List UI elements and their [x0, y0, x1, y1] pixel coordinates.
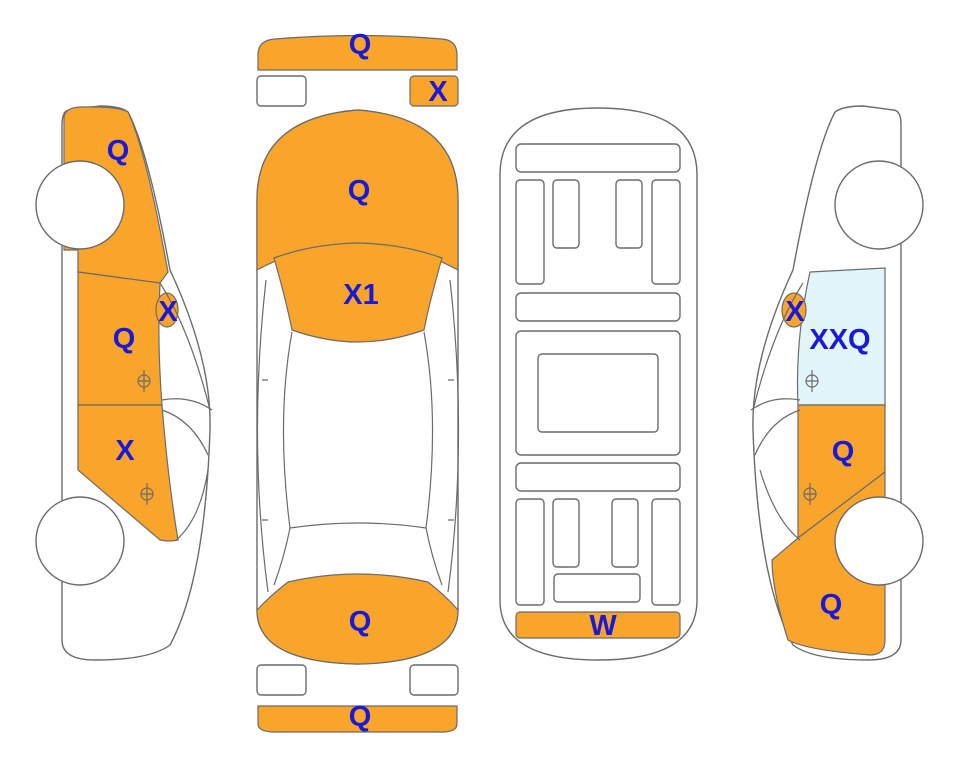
rear-bumper-panel[interactable] — [257, 705, 458, 733]
left-side-view — [35, 105, 213, 661]
left-rear-wheel[interactable] — [35, 496, 125, 586]
right-side-view — [750, 105, 924, 661]
top-view — [256, 34, 460, 733]
label-left-front-door: Q — [113, 323, 136, 355]
right-front-wheel[interactable] — [834, 160, 924, 250]
label-right-mirror: X — [785, 296, 805, 328]
label-right-front-door: Q — [832, 436, 855, 468]
label-floor-rear: W — [589, 610, 617, 642]
front-right-light[interactable] — [409, 75, 459, 107]
label-left-rear-door: X — [115, 435, 135, 467]
label-front-bumper: Q — [349, 29, 372, 61]
label-windshield: X1 — [343, 279, 378, 311]
rear-right-light[interactable] — [409, 664, 459, 696]
front-bumper-panel[interactable] — [257, 34, 458, 71]
right-mirror-panel[interactable] — [781, 292, 807, 328]
floor-rear-panel[interactable] — [515, 611, 681, 639]
label-left-mirror: X — [158, 296, 178, 328]
label-left-front-fender: Q — [107, 135, 130, 167]
rear-left-light[interactable] — [256, 664, 307, 696]
label-front-right-light: X — [428, 76, 448, 108]
label-rear-bumper: Q — [349, 701, 372, 733]
label-right-front-fender: Q — [820, 589, 843, 621]
label-trunk: Q — [349, 606, 372, 638]
underbody-view — [499, 107, 698, 661]
trunk-panel[interactable] — [256, 573, 459, 665]
left-rear-door-panel[interactable] — [77, 404, 179, 542]
left-mirror-panel[interactable] — [155, 292, 179, 328]
right-rear-wheel[interactable] — [834, 496, 924, 586]
left-front-wheel[interactable] — [35, 160, 125, 250]
label-hood: Q — [348, 175, 371, 207]
label-right-front-glass: XXQ — [809, 324, 870, 356]
front-left-light[interactable] — [256, 75, 307, 107]
damage-labels: Q X Q X1 Q Q W Q X Q X X XXQ Q Q — [107, 29, 871, 733]
windshield-panel[interactable] — [273, 242, 443, 343]
